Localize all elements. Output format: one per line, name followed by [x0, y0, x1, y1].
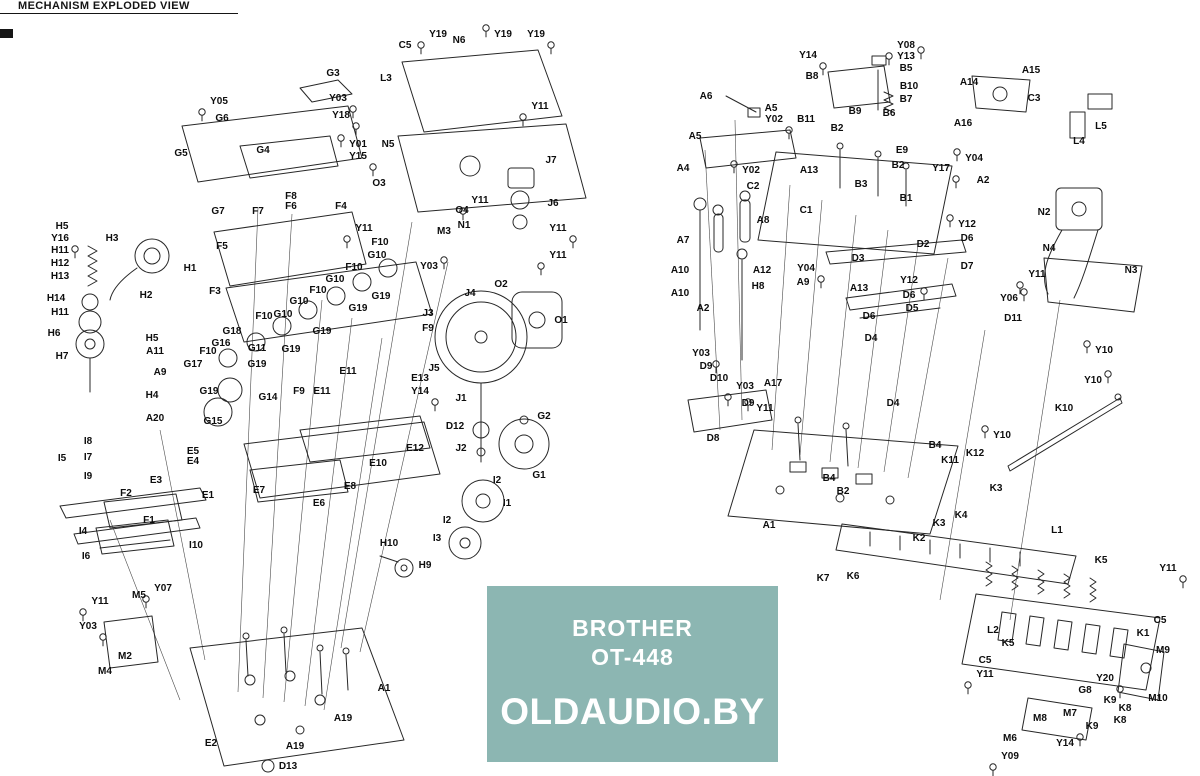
scan-artifact-mark — [0, 29, 13, 38]
explosion-lines — [109, 119, 1061, 711]
left-assembly-art — [59, 49, 587, 773]
screw-icons — [71, 24, 1187, 776]
watermark: BROTHER OT-448 OLDAUDIO.BY — [487, 586, 778, 762]
watermark-brand: BROTHER — [572, 615, 693, 641]
page-title: MECHANISM EXPLODED VIEW — [18, 0, 190, 12]
watermark-site: OLDAUDIO.BY — [500, 691, 765, 732]
header-rule — [0, 13, 238, 14]
watermark-model: OT-448 — [591, 644, 674, 670]
right-assembly-art — [687, 55, 1165, 741]
